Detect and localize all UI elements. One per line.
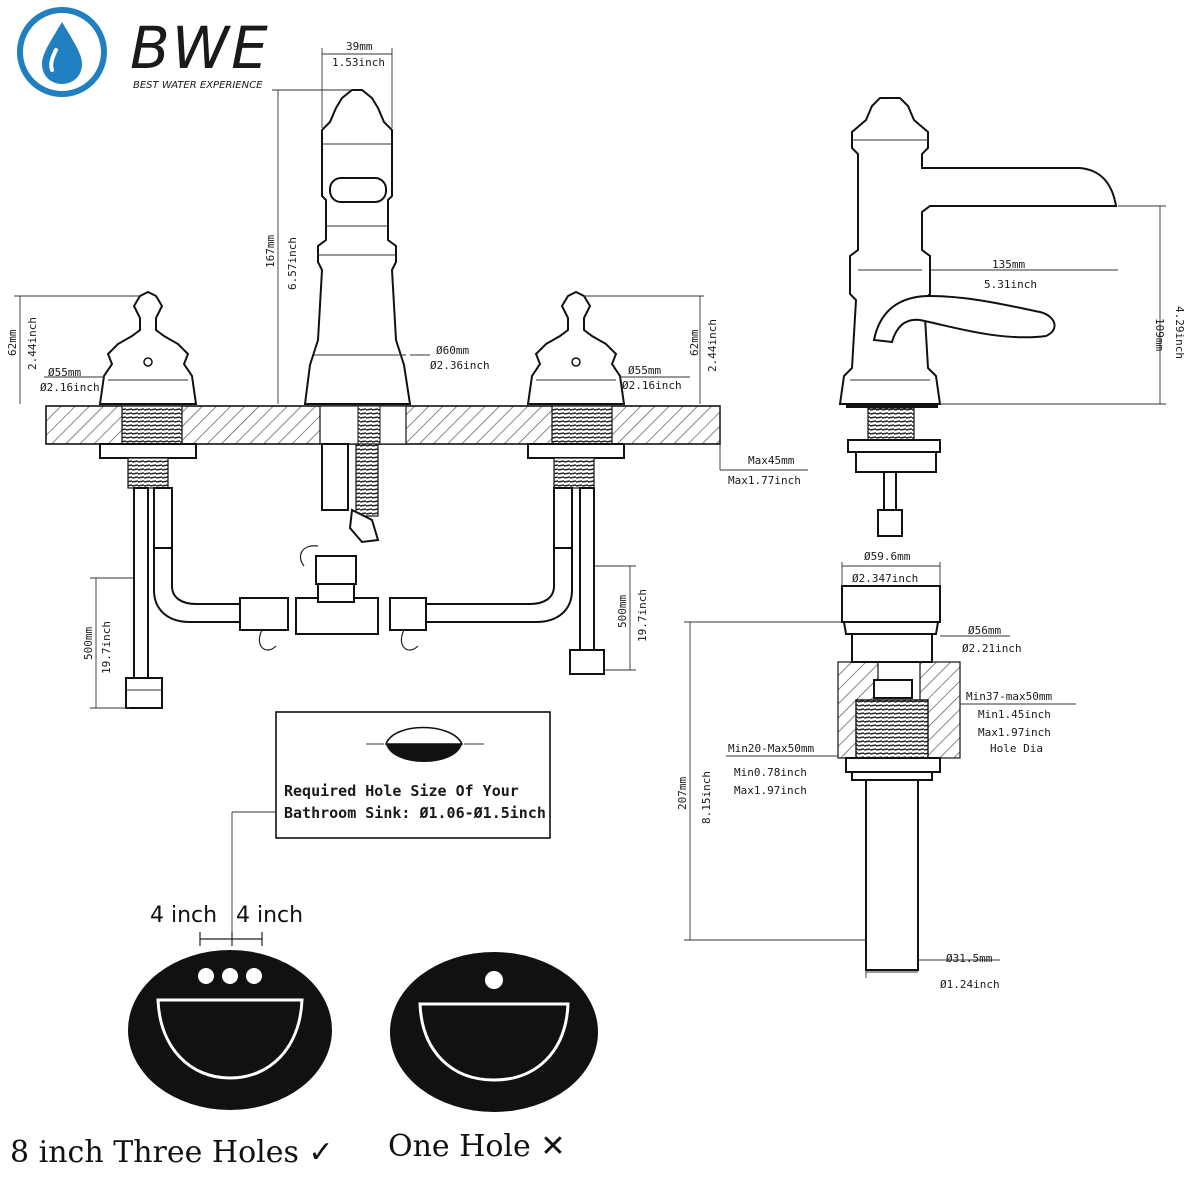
right-base-mm: Ø55mm — [628, 364, 661, 377]
brand-name: BWE — [130, 14, 270, 82]
left-base-in: Ø2.16inch — [40, 381, 100, 394]
drain-cap-in: Ø2.347inch — [852, 572, 918, 585]
front-dimensions: 39mm 1.53inch 167mm 6.57inch Ø60mm Ø2.36… — [6, 40, 808, 709]
side-reach-in: 5.31inch — [984, 278, 1037, 291]
deck-max-mm: Max45mm — [748, 454, 795, 467]
spout-height-in: 6.57inch — [286, 237, 299, 290]
side-height-mm: 109mm — [1153, 318, 1166, 351]
drain-tail-mm: Ø31.5mm — [946, 952, 993, 965]
side-view: 135mm 5.31inch 109mm 4.29inch — [838, 97, 1186, 537]
pop-up-drain: Ø59.6mm Ø2.347inch Ø56mm Ø2.21inch Min37… — [676, 550, 1076, 991]
faucet-hole-right — [246, 968, 262, 984]
drain-thick-max-in: Max1.97inch — [734, 784, 807, 797]
one-hole-sink: One Hole ✕ — [388, 952, 598, 1164]
left-handle-height-in: 2.44inch — [26, 317, 39, 370]
spacing-right-label: 4 inch — [236, 903, 303, 928]
one-hole-label: One Hole ✕ — [388, 1129, 565, 1164]
drain-thick-range-mm: Min20-Max50mm — [728, 742, 814, 755]
hole-size-info-box: Required Hole Size Of Your Bathroom Sink… — [231, 711, 551, 940]
side-height-in: 4.29inch — [1173, 306, 1186, 359]
deck-max-in: Max1.77inch — [728, 474, 801, 487]
right-hose-in: 19.7inch — [636, 589, 649, 642]
drain-length-mm: 207mm — [676, 777, 689, 810]
drain-hole-min-in: Min1.45inch — [978, 708, 1051, 721]
logo-ring-icon — [17, 7, 107, 97]
faucet-hole-center — [222, 968, 238, 984]
spout-height-mm: 167mm — [264, 235, 277, 268]
left-hose-mm: 500mm — [82, 627, 95, 660]
hole-info-line2: Bathroom Sink: Ø1.06-Ø1.5inch — [284, 804, 546, 822]
spout-base-in: Ø2.36inch — [430, 359, 490, 372]
left-handle — [98, 290, 289, 709]
spacing-left-label: 4 inch — [150, 903, 217, 928]
right-base-in: Ø2.16inch — [622, 379, 682, 392]
left-hose-in: 19.7inch — [100, 621, 113, 674]
right-hose-mm: 500mm — [616, 595, 629, 628]
water-drop-icon — [42, 22, 82, 84]
right-handle — [389, 290, 626, 675]
drain-hole-max-in: Max1.97inch — [978, 726, 1051, 739]
drain-flange-mm: Ø56mm — [968, 624, 1001, 637]
spout-width-in: 1.53inch — [332, 56, 385, 69]
brand-logo: BWE BEST WATER EXPERIENCE — [17, 7, 270, 97]
faucet-hole-left — [198, 968, 214, 984]
drain-length-in: 8.15inch — [700, 771, 713, 824]
drain-thick-min-in: Min0.78inch — [734, 766, 807, 779]
right-handle-height-mm: 62mm — [688, 329, 701, 356]
sink-deck — [45, 405, 721, 445]
left-handle-height-mm: 62mm — [6, 329, 19, 356]
spout-width-mm: 39mm — [346, 40, 373, 53]
spout-front — [295, 89, 412, 635]
drain-flange-in: Ø2.21inch — [962, 642, 1022, 655]
side-reach-mm: 135mm — [992, 258, 1025, 271]
drain-hole-label: Hole Dia — [990, 742, 1043, 755]
faucet-hole-single — [485, 971, 503, 989]
right-handle-height-in: 2.44inch — [706, 319, 719, 372]
three-hole-label: 8 inch Three Holes ✓ — [10, 1135, 334, 1170]
drain-hole-range-mm: Min37-max50mm — [966, 690, 1052, 703]
drain-tail-in: Ø1.24inch — [940, 978, 1000, 991]
spout-base-mm: Ø60mm — [436, 344, 469, 357]
drain-cap-mm: Ø59.6mm — [864, 550, 911, 563]
left-base-mm: Ø55mm — [48, 366, 81, 379]
three-hole-sink: 4 inch 4 inch 8 inch Three Holes ✓ — [10, 903, 334, 1170]
hole-info-line1: Required Hole Size Of Your — [284, 782, 519, 800]
brand-tagline: BEST WATER EXPERIENCE — [133, 80, 263, 91]
